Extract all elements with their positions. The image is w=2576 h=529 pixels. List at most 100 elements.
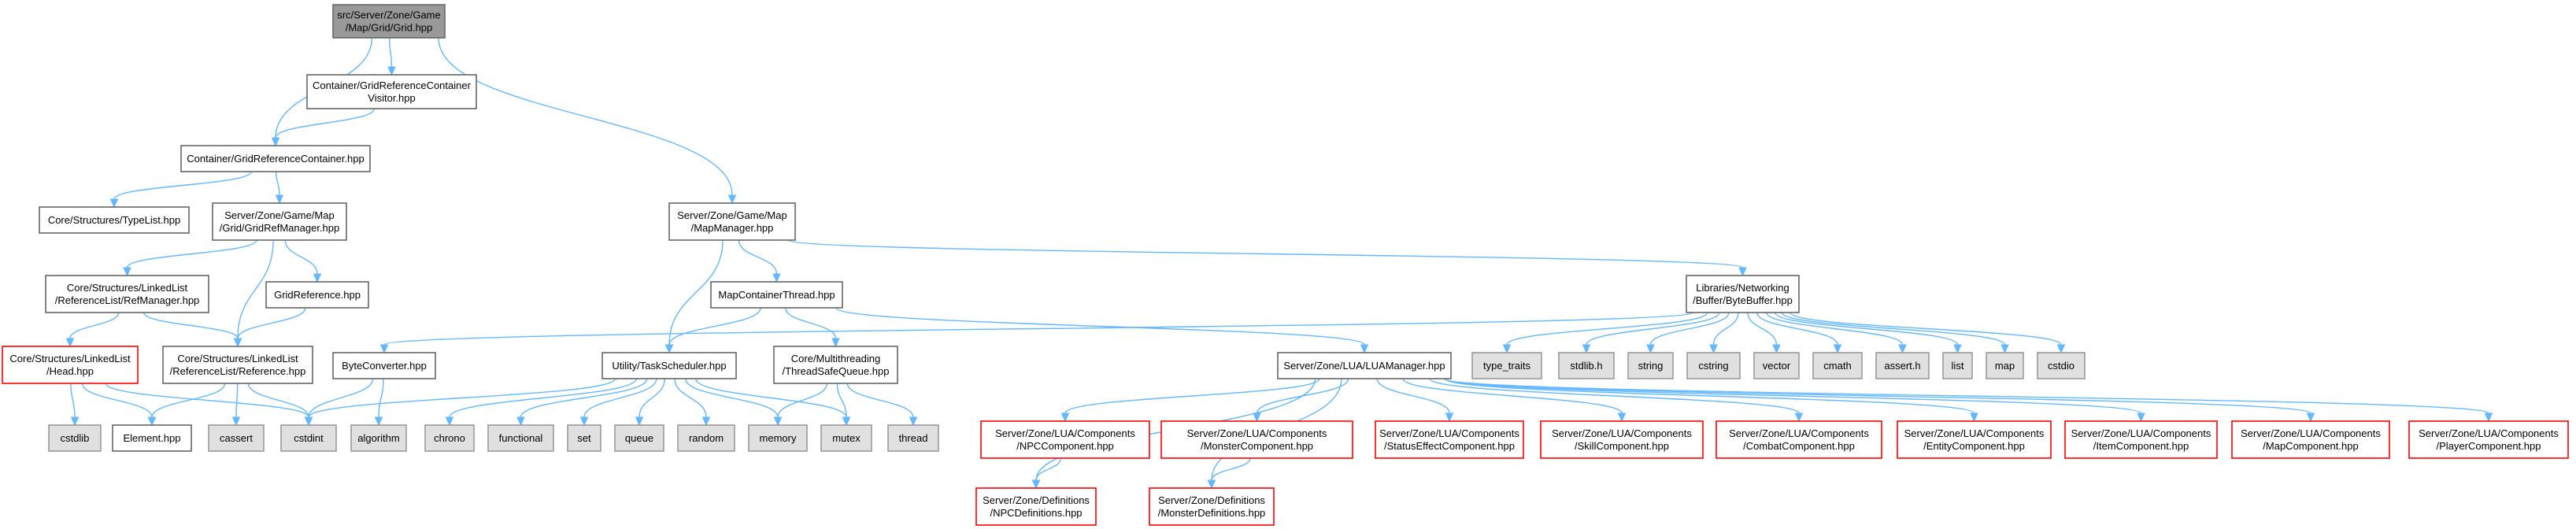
node-cmath: cmath bbox=[1812, 352, 1863, 379]
edge-arrowhead bbox=[1060, 412, 1070, 423]
node-itemcomp[interactable]: Server/Zone/LUA/Components/ItemComponent… bbox=[2064, 420, 2218, 459]
node-threadsafe[interactable]: Core/Multithreading/ThreadSafeQueue.hpp bbox=[773, 346, 898, 384]
edge-line bbox=[1586, 312, 1720, 346]
node-grcv[interactable]: Container/GridReferenceContainerVisitor.… bbox=[306, 74, 477, 109]
edge-reference-to-element bbox=[147, 383, 226, 427]
node-skillcomp[interactable]: Server/Zone/LUA/Components/SkillComponen… bbox=[1540, 420, 1704, 459]
edge-grc-to-typelist bbox=[109, 171, 252, 209]
node-gridref[interactable]: GridReference.hpp bbox=[265, 281, 369, 309]
edge-refmanager-to-head bbox=[65, 312, 120, 348]
node-refmanager[interactable]: Core/Structures/LinkedList/ReferenceList… bbox=[45, 275, 209, 313]
edge-bytebuffer-to-string bbox=[1646, 312, 1730, 354]
node-head[interactable]: Core/Structures/LinkedList/Head.hpp bbox=[2, 346, 139, 384]
node-grc[interactable]: Container/GridReferenceContainer.hpp bbox=[180, 145, 371, 172]
node-cstdlib: cstdlib bbox=[48, 424, 102, 452]
edge-line bbox=[142, 312, 239, 339]
node-mapcomp[interactable]: Server/Zone/LUA/Components/MapComponent.… bbox=[2231, 420, 2390, 459]
edge-line bbox=[1506, 312, 1708, 346]
node-element[interactable]: Element.hpp bbox=[112, 424, 192, 452]
edge-byteconverter-to-algorithm bbox=[374, 378, 384, 427]
edge-luamanager-to-skillcomp bbox=[1402, 378, 1627, 423]
node-label-line: functional bbox=[499, 432, 543, 444]
node-label-line: Core/Structures/TypeList.hpp bbox=[48, 214, 180, 226]
node-label-line: Core/Structures/LinkedList bbox=[177, 353, 298, 364]
edge-taskscheduler-to-cstdint bbox=[304, 378, 616, 427]
edge-gridrefmgr-to-refmanager bbox=[123, 239, 257, 277]
edge-line bbox=[1712, 312, 1739, 346]
edge-luamanager-to-statuscomp bbox=[1376, 378, 1454, 423]
node-monstercomp[interactable]: Server/Zone/LUA/Components/MonsterCompon… bbox=[1160, 420, 1353, 459]
node-reference[interactable]: Core/Structures/LinkedList/ReferenceList… bbox=[162, 346, 313, 384]
node-taskscheduler[interactable]: Utility/TaskScheduler.hpp bbox=[601, 352, 737, 379]
edge-bytebuffer-to-map bbox=[1781, 312, 2009, 354]
edge-arrowhead bbox=[387, 66, 396, 76]
edge-line bbox=[1774, 312, 1959, 346]
edge-grid-to-mapmanager bbox=[438, 37, 737, 205]
edge-arrowhead bbox=[304, 416, 313, 427]
edge-luamanager-to-mapcomp bbox=[1444, 378, 2315, 423]
edge-arrowhead bbox=[772, 273, 781, 283]
node-box bbox=[208, 424, 265, 452]
node-label-line: /Buffer/ByteBuffer.hpp bbox=[1693, 294, 1793, 306]
edge-arrowhead bbox=[374, 416, 383, 427]
edge-line bbox=[788, 239, 1744, 268]
node-label-line: stdlib.h bbox=[1570, 360, 1602, 372]
node-playercomp[interactable]: Server/Zone/LUA/Components/PlayerCompone… bbox=[2408, 420, 2569, 459]
node-box bbox=[2037, 352, 2086, 379]
node-mapcontainer[interactable]: MapContainerThread.hpp bbox=[710, 281, 843, 309]
edge-arrowhead bbox=[773, 416, 783, 427]
edge-line bbox=[237, 307, 306, 339]
node-box bbox=[1812, 352, 1863, 379]
node-string: string bbox=[1627, 352, 1674, 379]
edge-head-to-cstdlib bbox=[70, 383, 80, 427]
node-entitycomp[interactable]: Server/Zone/LUA/Components/EntityCompone… bbox=[1897, 420, 2052, 459]
node-label-line: vector bbox=[1763, 360, 1791, 372]
node-vector: vector bbox=[1753, 352, 1800, 379]
edge-line bbox=[1035, 457, 1062, 481]
node-monsterdefs[interactable]: Server/Zone/Definitions/MonsterDefinitio… bbox=[1149, 487, 1275, 526]
edge-arrowhead bbox=[109, 198, 119, 209]
node-label-line: /NPCDefinitions.hpp bbox=[990, 507, 1082, 519]
node-npcdefs[interactable]: Server/Zone/Definitions/NPCDefinitions.h… bbox=[975, 487, 1097, 526]
edge-line bbox=[105, 383, 309, 418]
node-statuscomp[interactable]: Server/Zone/LUA/Components/StatusEffectC… bbox=[1375, 420, 1524, 459]
node-combatcomp[interactable]: Server/Zone/LUA/Components/CombatCompone… bbox=[1715, 420, 1882, 459]
node-mapmanager[interactable]: Server/Zone/Game/Map/MapManager.hpp bbox=[668, 202, 796, 241]
edge-mapcontainer-to-luamanager bbox=[835, 307, 1369, 354]
edge-arrowhead bbox=[727, 194, 737, 205]
edge-arrowhead bbox=[635, 416, 644, 427]
node-label-line: Element.hpp bbox=[124, 432, 181, 444]
edge-arrowhead bbox=[1502, 344, 1512, 354]
node-label-line: Server/Zone/LUA/Components bbox=[2071, 427, 2211, 439]
edge-bytebuffer-to-type_traits bbox=[1502, 312, 1708, 354]
node-box bbox=[2064, 420, 2218, 459]
node-typelist[interactable]: Core/Structures/TypeList.hpp bbox=[39, 206, 190, 234]
node-box bbox=[162, 346, 313, 384]
edge-arrowhead bbox=[1582, 344, 1591, 354]
node-label-line: Server/Zone/LUA/Components bbox=[1552, 427, 1692, 439]
node-grid[interactable]: src/Server/Zone/Game/Map/Grid/Grid.hpp bbox=[332, 4, 446, 39]
node-label-line: Server/Zone/Game/Map bbox=[677, 209, 786, 221]
node-byteconverter[interactable]: ByteConverter.hpp bbox=[332, 352, 436, 379]
edge-arrowhead bbox=[1970, 412, 1978, 423]
node-label-line: Core/Structures/LinkedList bbox=[9, 353, 131, 364]
node-box bbox=[306, 74, 477, 109]
node-label-line: Server/Zone/LUA/Components bbox=[1904, 427, 2045, 439]
edge-luamanager-to-monstercomp bbox=[1253, 378, 1349, 423]
node-label-line: Core/Multithreading bbox=[791, 353, 880, 364]
node-box bbox=[887, 424, 939, 452]
node-cstring: cstring bbox=[1686, 352, 1741, 379]
node-gridrefmgr[interactable]: Server/Zone/Game/Map/Grid/GridRefManager… bbox=[212, 202, 347, 241]
edge-mapcontainer-to-threadsafe bbox=[785, 307, 840, 348]
node-box bbox=[1558, 352, 1615, 379]
edge-threadsafe-to-mutex bbox=[836, 383, 851, 427]
node-luamanager[interactable]: Server/Zone/LUA/LUAManager.hpp bbox=[1277, 352, 1452, 379]
node-npccomp[interactable]: Server/Zone/LUA/Components/NPCComponent.… bbox=[980, 420, 1150, 459]
node-bytebuffer[interactable]: Libraries/Networking/Buffer/ByteBuffer.h… bbox=[1686, 275, 1800, 313]
node-label-line: thread bbox=[899, 432, 928, 444]
node-label-line: /Map/Grid/Grid.hpp bbox=[346, 22, 433, 34]
edge-bytebuffer-to-cstring bbox=[1709, 312, 1739, 354]
edge-line bbox=[846, 383, 914, 418]
edge-line bbox=[777, 383, 828, 418]
